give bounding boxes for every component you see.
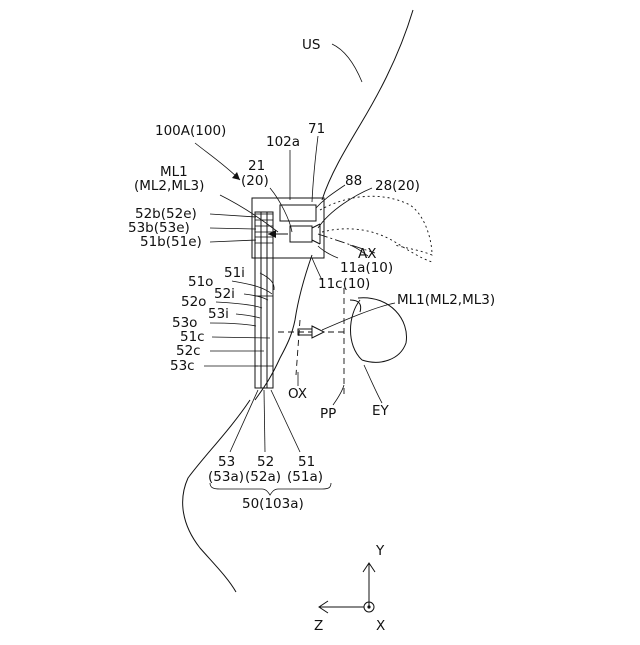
label-ml1-right: ML1(ML2,ML3) xyxy=(397,292,495,308)
leader-ml1-top xyxy=(220,195,278,232)
leader-us xyxy=(332,44,362,82)
leader-51o xyxy=(232,281,272,294)
label-52a: (52a) xyxy=(245,469,281,485)
label-100a: 100A(100) xyxy=(155,123,226,139)
leader-11a xyxy=(318,246,338,258)
label-50: 50(103a) xyxy=(242,496,304,512)
label-ml1-top-paren: (ML2,ML3) xyxy=(134,178,204,194)
label-52i: 52i xyxy=(214,286,235,302)
leader-51b xyxy=(210,240,256,242)
label-axis-y: Y xyxy=(375,543,385,559)
face-profile-lower xyxy=(255,255,312,400)
leader-53b xyxy=(210,228,256,229)
axis-x-dot xyxy=(367,605,370,608)
incoupling-53b xyxy=(255,226,273,232)
display-element-edge-2 xyxy=(312,240,320,244)
label-52: 52 xyxy=(257,454,274,470)
face-chin-line xyxy=(183,400,250,592)
label-52c: 52c xyxy=(176,343,201,359)
label-21-paren: (20) xyxy=(241,173,269,189)
leader-52b xyxy=(210,214,256,217)
label-53i: 53i xyxy=(208,306,229,322)
label-102a: 102a xyxy=(266,134,300,150)
leader-53i xyxy=(236,314,260,318)
display-element-28 xyxy=(290,226,312,242)
leader-71 xyxy=(312,136,318,202)
label-53: 53 xyxy=(218,454,235,470)
label-11a: 11a(10) xyxy=(340,260,393,276)
label-us: US xyxy=(302,37,320,53)
label-51i: 51i xyxy=(224,265,245,281)
label-pp: PP xyxy=(320,406,336,422)
label-51: 51 xyxy=(298,454,315,470)
label-11c: 11c(10) xyxy=(318,276,370,292)
label-axis-z: Z xyxy=(314,618,323,634)
label-axis-x: X xyxy=(376,618,385,634)
leader-52 xyxy=(264,390,265,452)
label-28: 28(20) xyxy=(375,178,420,194)
leader-ml1-right xyxy=(322,303,395,330)
leader-53o xyxy=(210,323,256,326)
label-53c: 53c xyxy=(170,358,195,374)
output-light-arrowhead xyxy=(312,326,324,338)
optical-axis-ox xyxy=(296,320,300,375)
leader-ey xyxy=(364,365,382,403)
label-ey: EY xyxy=(372,403,390,419)
leader-28 xyxy=(318,188,372,228)
label-52o: 52o xyxy=(181,294,206,310)
label-88: 88 xyxy=(345,173,362,189)
light-guide-52 xyxy=(261,212,267,388)
incoupling-51b xyxy=(255,237,273,243)
label-51b: 51b(51e) xyxy=(140,234,202,250)
label-51a: (51a) xyxy=(287,469,323,485)
leader-pp xyxy=(333,385,344,405)
arrow-100a xyxy=(195,143,240,180)
eyelid-contour xyxy=(322,229,432,262)
label-71: 71 xyxy=(308,121,325,137)
label-53a: (53a) xyxy=(208,469,244,485)
leader-52i xyxy=(244,294,268,300)
light-guide-53 xyxy=(255,212,261,388)
label-21: 21 xyxy=(248,158,265,174)
display-housing xyxy=(252,198,324,258)
face-profile-upper xyxy=(322,10,413,200)
label-51o: 51o xyxy=(188,274,213,290)
label-ox: OX xyxy=(288,386,307,402)
